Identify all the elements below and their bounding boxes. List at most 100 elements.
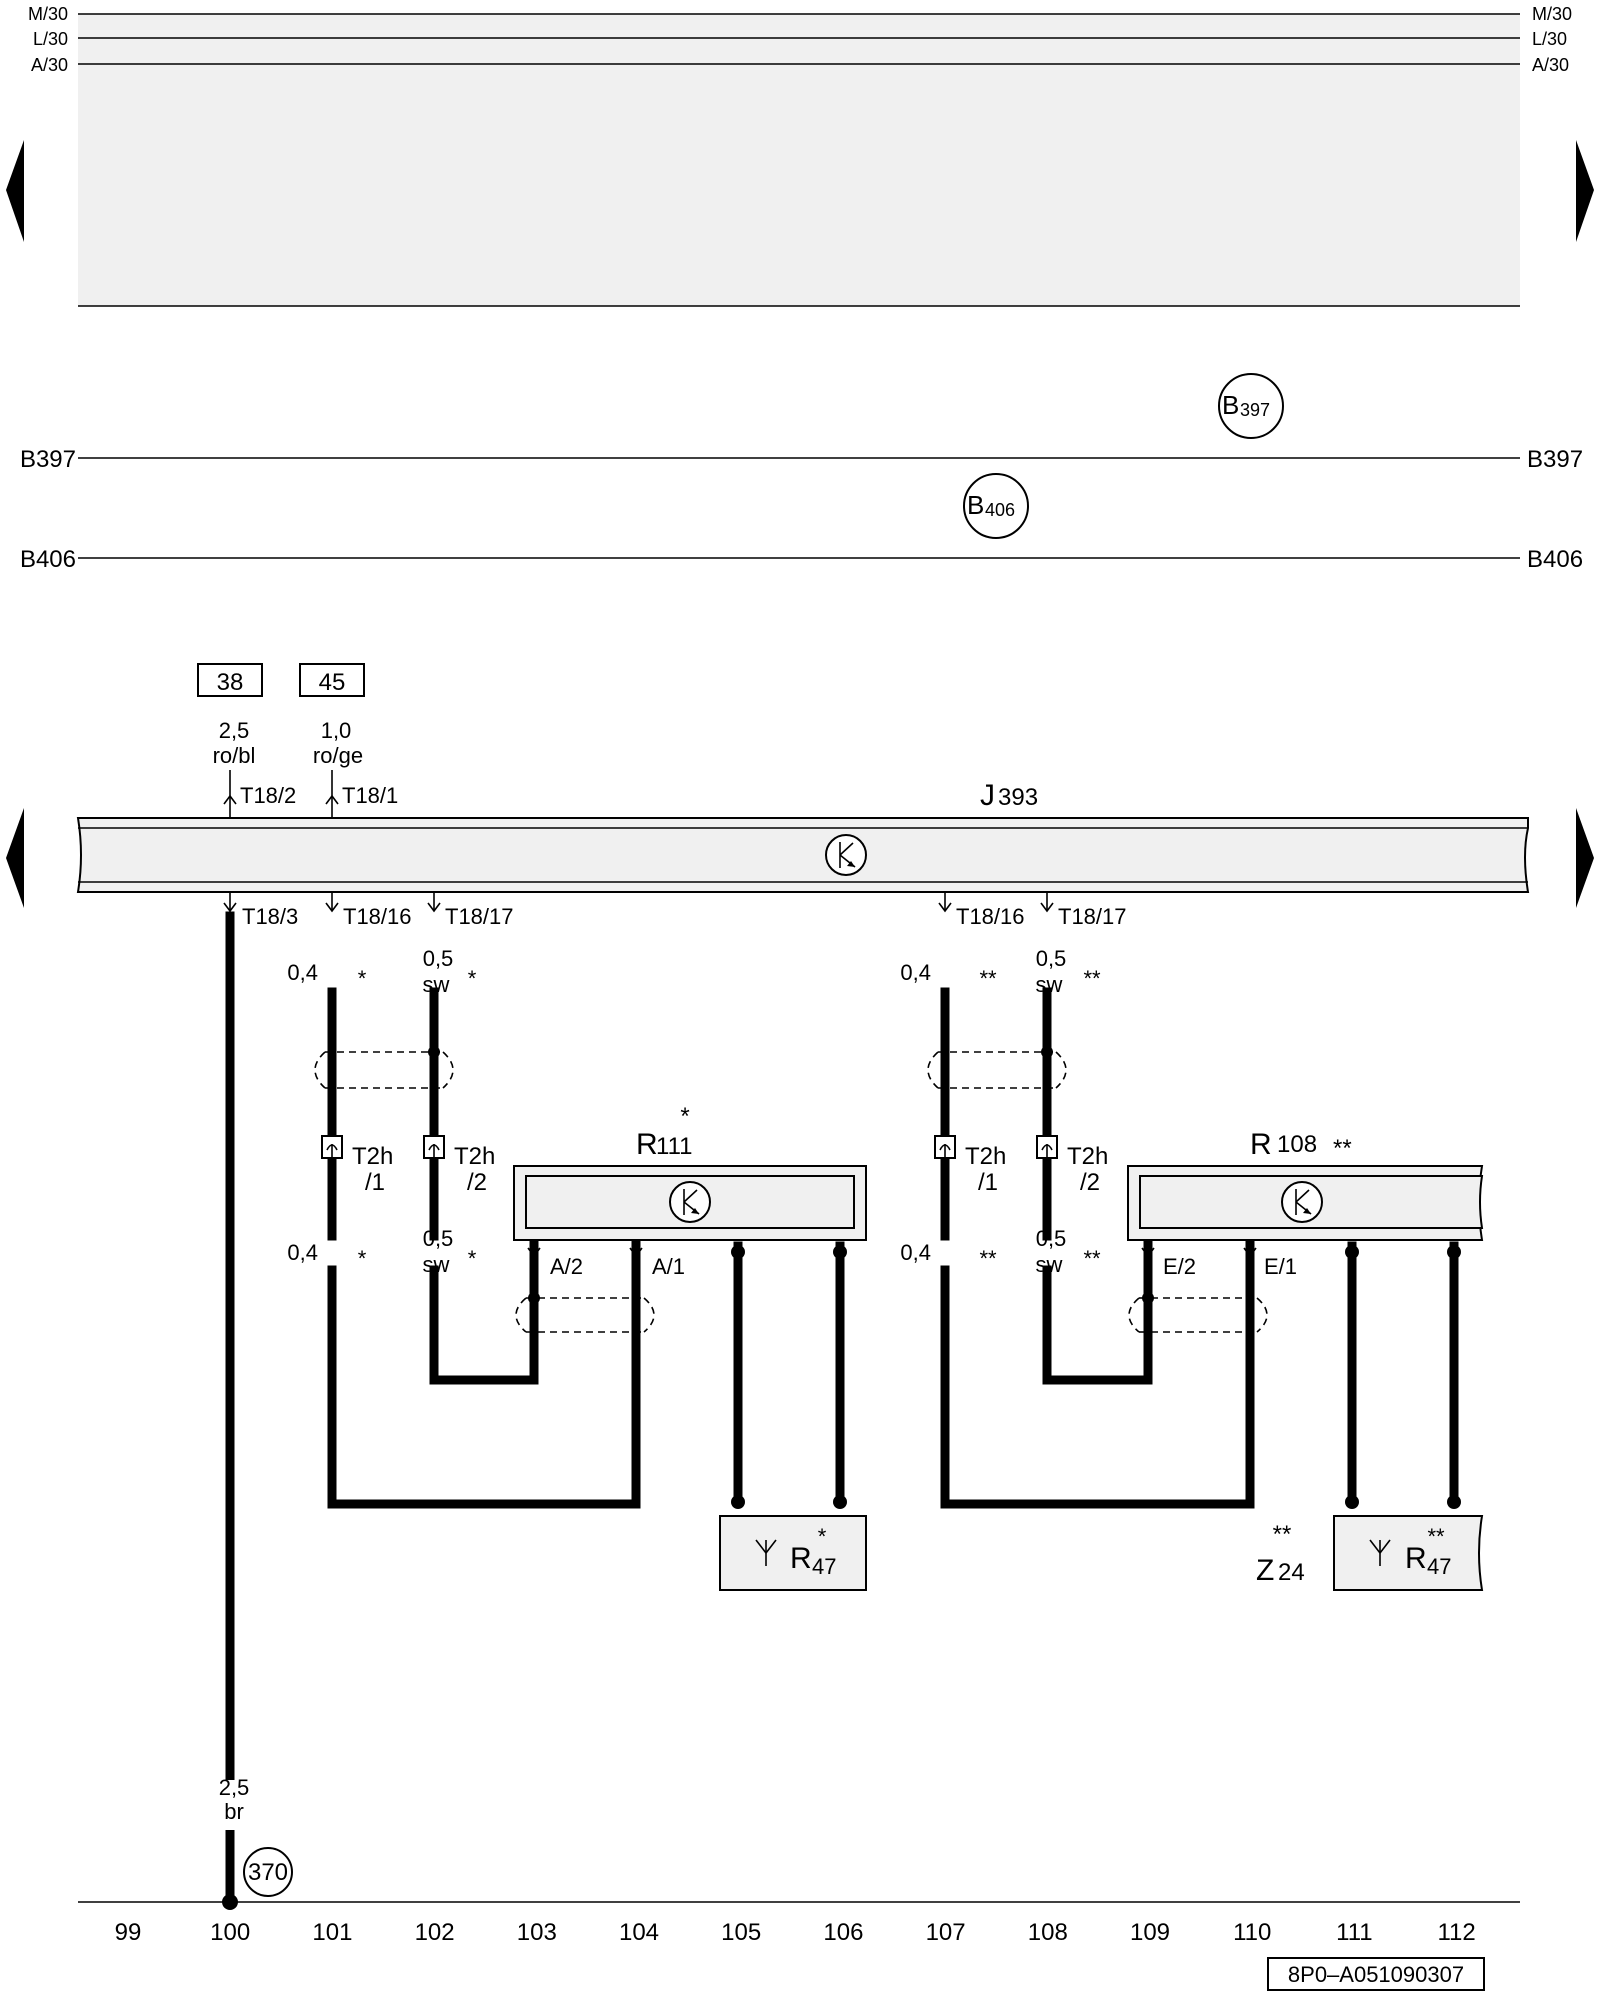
grid-number-106: 106: [823, 1919, 863, 1946]
left-harness: 0,4 * 0,5 sw * 0,4 * 0,5 sw * T2h /1 T2h…: [287, 946, 867, 1591]
antenna-right-icon: [1369, 1539, 1391, 1566]
j393-body[interactable]: [76, 817, 1530, 893]
pin-t18-3: T18/3: [242, 904, 298, 929]
bus-b406-marker-main: B: [967, 490, 984, 520]
label-right-b-upper-color: sw: [1036, 972, 1063, 997]
prev-page-arrow-icon[interactable]: [6, 140, 24, 242]
label-right-b-lower-color: sw: [1036, 1252, 1063, 1277]
grid-number-109: 109: [1130, 1919, 1170, 1946]
bus-b406-marker-sub: 406: [985, 500, 1015, 520]
next-page-arrow-lower-icon[interactable]: [1576, 808, 1594, 908]
component-r47-right[interactable]: [1333, 1515, 1484, 1591]
shield-r111-cap-l: [515, 1297, 527, 1333]
grid-number-99: 99: [115, 1919, 142, 1946]
wire-right-b-lower[interactable]: [1042, 1239, 1153, 1385]
input-45: 45 1,0 ro/ge T18/1: [299, 663, 398, 818]
pin-arrow-e2: [1141, 1247, 1155, 1258]
connector-t2h-1-right[interactable]: [934, 1135, 956, 1159]
dot-r47l-2-bot: [833, 1495, 847, 1509]
z24-label-star: **: [1273, 1521, 1292, 1548]
grid-number-111: 111: [1336, 1919, 1372, 1946]
grid-number-100: 100: [210, 1919, 250, 1946]
r108-label-main: R: [1250, 1128, 1272, 1161]
connector-t2h-2-left-pin: /2: [467, 1169, 487, 1196]
antenna-icon: [755, 1539, 777, 1566]
wire-left-a-lower[interactable]: [327, 1239, 641, 1509]
label-right-b-upper-size: 0,5: [1036, 946, 1067, 971]
pin-t18-17-left: T18/17: [445, 904, 514, 929]
transistor-k-icon: [825, 834, 867, 876]
r47-left-label-sub: 47: [812, 1554, 836, 1579]
label-left-a-upper-star: *: [358, 966, 367, 991]
rail-label-m30-right: M/30: [1532, 4, 1572, 24]
component-r108[interactable]: [1127, 1165, 1484, 1241]
rail-label-m30-left: M/30: [28, 4, 68, 24]
pin-t18-16-left: T18/16: [343, 904, 412, 929]
shield-r111-dot: [528, 1292, 540, 1304]
grid-number-112: 112: [1437, 1919, 1475, 1946]
pin-t18-17-right: T18/17: [1058, 904, 1127, 929]
bus-b397-marker-main: B: [1222, 390, 1239, 420]
prev-page-arrow-lower-icon[interactable]: [6, 808, 24, 908]
wire-right-a-lower[interactable]: [940, 1239, 1255, 1509]
label-left-b-lower-star: *: [468, 1246, 477, 1271]
ref-box-45[interactable]: [299, 663, 365, 697]
label-left-b-lower-size: 0,5: [423, 1226, 454, 1251]
pin-t18-2: T18/2: [240, 783, 296, 808]
ground-wire-size-top: 2,5: [219, 1775, 250, 1800]
pin-arrow-t18-2: [223, 794, 237, 805]
rail-label-a30-left: A/30: [31, 55, 68, 75]
input-45-size: 1,0: [321, 718, 352, 743]
component-r47-left[interactable]: [719, 1515, 867, 1591]
z24-label-sub: 24: [1278, 1559, 1305, 1586]
z24-label-main: Z: [1256, 1554, 1274, 1587]
input-38: 38 2,5 ro/bl T18/2: [197, 663, 296, 818]
input-38-color: ro/bl: [213, 743, 256, 768]
label-right-a-upper-size: 0,4: [900, 960, 931, 985]
next-page-arrow-icon[interactable]: [1576, 140, 1594, 242]
connector-t2h-2-right[interactable]: [1036, 1135, 1058, 1159]
connector-t2h-2-right-pin: /2: [1080, 1169, 1100, 1196]
bus-b406-label-right: B406: [1527, 546, 1583, 573]
pin-a2: A/2: [550, 1254, 583, 1279]
dot-r47r-2-top: [1447, 1245, 1461, 1259]
r111-transistor-icon: [669, 1181, 711, 1223]
connector-t2h-1-left[interactable]: [321, 1135, 343, 1159]
r47-left-label-star: *: [818, 1524, 827, 1549]
r108-label-star: **: [1333, 1135, 1352, 1162]
label-right-b-lower-star: **: [1083, 1246, 1101, 1271]
rail-label-a30-right: A/30: [1532, 55, 1569, 75]
bus-b406-label-left: B406: [20, 546, 76, 573]
ground-wire-gap: [222, 1780, 238, 1830]
component-r111[interactable]: [513, 1165, 867, 1241]
bus-b397-label-right: B397: [1527, 446, 1583, 473]
shield-r108-dot: [1142, 1292, 1154, 1304]
r108-transistor-icon: [1281, 1181, 1323, 1223]
r47-right-label-sub: 47: [1427, 1554, 1451, 1579]
shield-left-cap-l: [314, 1051, 326, 1089]
connector-t2h-2-left[interactable]: [423, 1135, 445, 1159]
label-right-a-upper-star: **: [979, 966, 997, 991]
wire-left-b-lower[interactable]: [429, 1239, 539, 1385]
ref-box-38[interactable]: [197, 663, 263, 697]
control-unit-j393[interactable]: J 393: [76, 779, 1530, 893]
pin-a1: A/1: [652, 1254, 685, 1279]
rail-band: [78, 14, 1520, 306]
pin-arrow-e1: [1243, 1247, 1257, 1258]
label-left-a-upper-size: 0,4: [287, 960, 318, 985]
grid-number-103: 103: [517, 1919, 557, 1946]
pin-e2: E/2: [1163, 1254, 1196, 1279]
label-right-a-lower-star: **: [979, 1246, 997, 1271]
shield-left-dot: [428, 1046, 440, 1058]
figure-id-frame: [1267, 1957, 1485, 1991]
grid-number-105: 105: [721, 1919, 761, 1946]
shield-r108-cap-l: [1128, 1297, 1140, 1333]
output-pins: T18/3 T18/16 T18/17 T18/16 T18/17: [223, 892, 1127, 929]
connector-t2h-1-right-pin: /1: [978, 1169, 998, 1196]
shield-right-cap-r: [1055, 1051, 1067, 1089]
ground-point-marker[interactable]: [243, 1847, 293, 1897]
j393-label-main: J: [980, 779, 995, 812]
bus-b397-marker-sub: 397: [1240, 400, 1270, 420]
